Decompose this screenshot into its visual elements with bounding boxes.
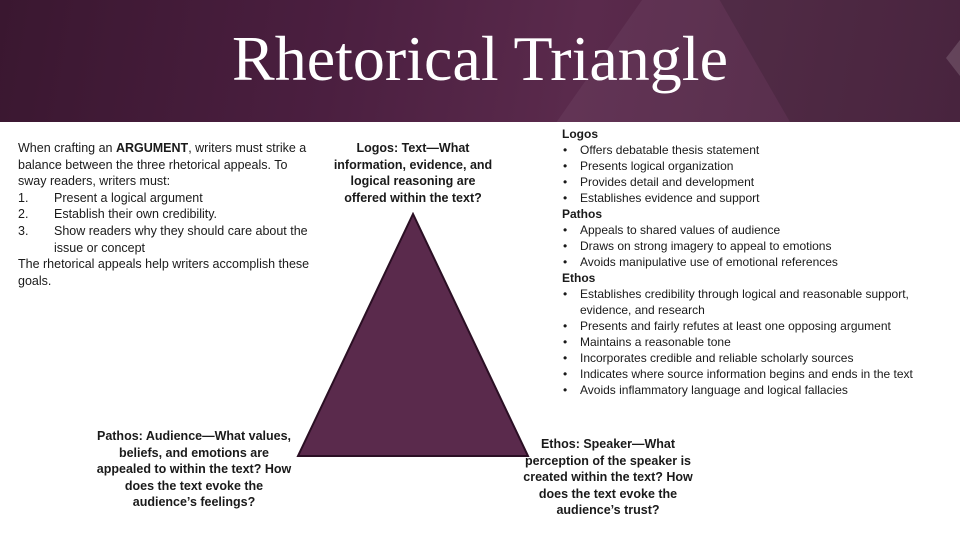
appeals-detail-list: Logos • Offers debatable thesis statement… xyxy=(562,126,954,398)
bullet-glyph: • xyxy=(563,335,568,349)
slide-title: Rhetorical Triangle xyxy=(232,23,728,94)
list-item: • Presents and fairly refutes at least on… xyxy=(562,318,954,334)
list-item-text: Presents and fairly refutes at least one… xyxy=(580,319,891,333)
pathos-items: • Appeals to shared values of audience • D… xyxy=(562,222,954,270)
bullet-glyph: • xyxy=(563,159,568,173)
bullet-glyph: • xyxy=(563,287,568,301)
list-item-text: Draws on strong imagery to appeal to emo… xyxy=(580,239,832,253)
bullet-glyph: • xyxy=(563,223,568,237)
list-item: • Incorporates credible and reliable scho… xyxy=(562,350,954,366)
title-banner: Rhetorical Triangle xyxy=(0,0,960,122)
list-item-text: Avoids manipulative use of emotional ref… xyxy=(580,255,838,269)
rhetorical-triangle xyxy=(296,212,530,457)
logos-vertex-label: Logos: Text—What information, evidence, … xyxy=(333,141,493,205)
list-item-text: Establishes evidence and support xyxy=(580,191,760,205)
step-number: 1. xyxy=(18,190,29,205)
list-item-text: Offers debatable thesis statement xyxy=(580,143,760,157)
list-item-text: Avoids inflammatory language and logical… xyxy=(580,383,848,397)
intro-step: 3. Show readers why they should care abou… xyxy=(18,223,310,256)
intro-lead-rest: , writers must strike a balance between … xyxy=(18,141,307,189)
step-text: Establish their own credibility. xyxy=(54,207,218,222)
list-item-text: Maintains a reasonable tone xyxy=(580,335,731,349)
list-item: • Avoids inflammatory language and logica… xyxy=(562,382,954,398)
list-item-text: Provides detail and development xyxy=(580,175,755,189)
bullet-glyph: • xyxy=(563,351,568,365)
bullet-glyph: • xyxy=(563,239,568,253)
list-item-text: Establishes credibility through logical … xyxy=(580,287,909,317)
bullet-glyph: • xyxy=(563,191,568,205)
list-item: • Provides detail and development xyxy=(562,174,954,190)
intro-steps-list: 1. Present a logical argument 2. Establish… xyxy=(18,190,310,256)
list-item-text: Incorporates credible and reliable schol… xyxy=(580,351,854,365)
list-item: • Draws on strong imagery to appeal to em… xyxy=(562,238,954,254)
bullet-glyph: • xyxy=(563,383,568,397)
list-item: • Maintains a reasonable tone xyxy=(562,334,954,350)
ethos-heading: Ethos xyxy=(562,271,596,285)
step-number: 2. xyxy=(18,207,29,222)
list-item: • Appeals to shared values of audience xyxy=(562,222,954,238)
bullet-glyph: • xyxy=(563,143,568,157)
bullet-glyph: • xyxy=(563,319,568,333)
list-item-text: Presents logical organization xyxy=(580,159,734,173)
triangle-shape xyxy=(296,212,530,457)
intro-lead: When crafting an xyxy=(18,141,116,155)
banner-accent-arrow xyxy=(946,40,960,76)
ethos-vertex-label: Ethos: Speaker—What perception of the sp… xyxy=(523,437,693,517)
bullet-glyph: • xyxy=(563,367,568,381)
step-text: Show readers why they should care about … xyxy=(54,223,308,255)
intro-keyword: ARGUMENT xyxy=(115,141,189,155)
list-item-text: Appeals to shared values of audience xyxy=(580,223,781,237)
intro-step: 2. Establish their own credibility. xyxy=(18,206,310,223)
list-item: • Avoids manipulative use of emotional re… xyxy=(562,254,954,270)
list-item: • Establishes evidence and support xyxy=(562,190,954,206)
pathos-heading: Pathos xyxy=(562,207,603,221)
logos-heading: Logos xyxy=(562,127,598,141)
step-number: 3. xyxy=(18,223,29,238)
intro-text-block: When crafting an ARGUMENT, writers must … xyxy=(18,140,310,289)
bullet-glyph: • xyxy=(563,175,568,189)
pathos-vertex-label: Pathos: Audience—What values, beliefs, a… xyxy=(96,429,292,509)
list-item-text: Indicates where source information begin… xyxy=(580,367,913,381)
list-item: • Offers debatable thesis statement xyxy=(562,142,954,158)
list-item: • Indicates where source information begi… xyxy=(562,366,954,382)
intro-closing: The rhetorical appeals help writers acco… xyxy=(18,257,310,288)
list-item: • Establishes credibility through logical… xyxy=(562,286,954,318)
list-item: • Presents logical organization xyxy=(562,158,954,174)
ethos-items: • Establishes credibility through logical… xyxy=(562,286,954,398)
step-text: Present a logical argument xyxy=(54,190,203,205)
bullet-glyph: • xyxy=(563,255,568,269)
intro-paragraph: When crafting an ARGUMENT, writers must … xyxy=(18,140,310,190)
logos-items: • Offers debatable thesis statement • Pres… xyxy=(562,142,954,206)
intro-step: 1. Present a logical argument xyxy=(18,190,310,207)
